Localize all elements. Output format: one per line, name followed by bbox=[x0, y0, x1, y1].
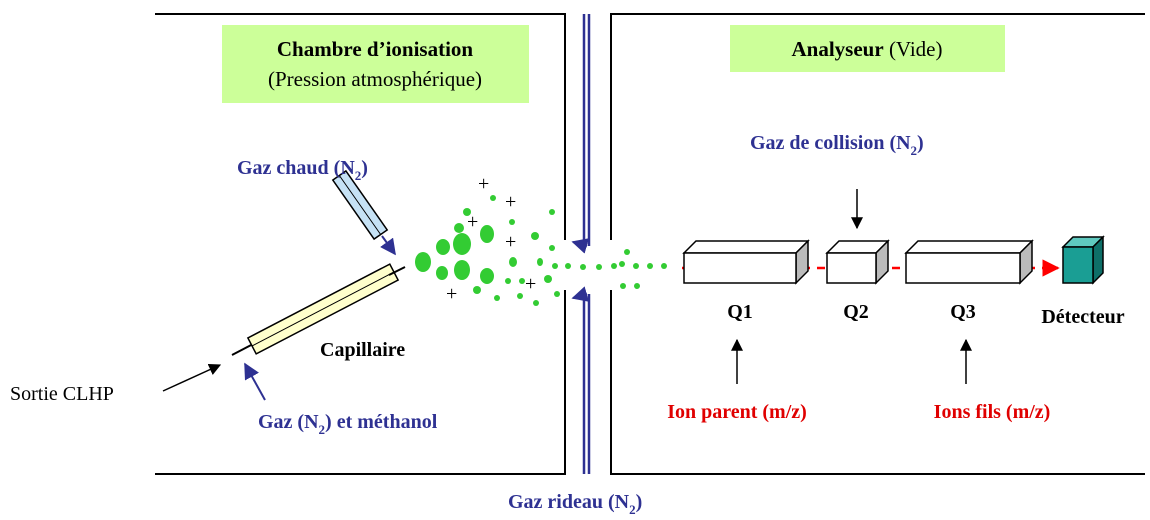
capillary-label: Capillaire bbox=[320, 339, 405, 361]
analyzer-title-line: Analyseur (Vide) bbox=[792, 37, 943, 61]
hot-gas-arrow bbox=[380, 235, 396, 256]
ionization-chamber-subtitle: (Pression atmosphérique) bbox=[268, 67, 482, 91]
analyzer-title: Analyseur bbox=[792, 37, 884, 61]
spray-droplets bbox=[415, 195, 667, 306]
analyzer-chamber-outline bbox=[610, 13, 1145, 475]
curtain-gas-arrow-upper bbox=[571, 238, 590, 254]
curtain-gas-label: Gaz rideau (N2) bbox=[508, 491, 642, 517]
nebulizer-gas-arrow bbox=[244, 362, 266, 401]
detector-block bbox=[1061, 235, 1105, 285]
hplc-arrow bbox=[162, 364, 222, 392]
parent-ion-label: Ion parent (m/z) bbox=[667, 401, 807, 423]
curtain-gas-lines bbox=[582, 14, 591, 474]
plus-sign: + bbox=[467, 211, 478, 233]
analyzer-title-box: Analyseur (Vide) bbox=[730, 25, 1005, 72]
q1-label: Q1 bbox=[727, 301, 753, 323]
q2-label: Q2 bbox=[843, 301, 869, 323]
hot-gas-label: Gaz chaud (N2) bbox=[237, 157, 368, 183]
ionization-chamber-title: Chambre d’ionisation bbox=[277, 37, 474, 61]
quadrupole-q1 bbox=[682, 239, 810, 285]
collision-gas-label: Gaz de collision (N2) bbox=[750, 132, 924, 158]
plus-sign: + bbox=[505, 191, 516, 213]
curtain-gas-arrow-lower bbox=[571, 286, 590, 302]
detector-label: Détecteur bbox=[1041, 306, 1124, 328]
hot-gas-tube bbox=[331, 169, 389, 241]
quadrupole-q2 bbox=[825, 239, 890, 285]
analyzer-subtitle: (Vide) bbox=[889, 37, 943, 61]
ionization-chamber-outline bbox=[155, 13, 566, 475]
plus-sign: + bbox=[505, 231, 516, 253]
plus-sign: + bbox=[446, 283, 457, 305]
ionization-chamber-title-box: Chambre d’ionisation (Pression atmosphér… bbox=[222, 25, 529, 103]
nebulizer-gas-label: Gaz (N2) et méthanol bbox=[258, 411, 438, 437]
capillary-tip bbox=[388, 266, 406, 276]
ion-plus-signs: + + + + + + bbox=[446, 173, 536, 305]
hplc-outlet-label: Sortie CLHP bbox=[10, 383, 114, 405]
fragment-ions-label: Ions fils (m/z) bbox=[934, 401, 1051, 423]
q3-label: Q3 bbox=[950, 301, 976, 323]
quadrupole-q3 bbox=[904, 239, 1034, 285]
plus-sign: + bbox=[478, 173, 489, 195]
plus-sign: + bbox=[525, 273, 536, 295]
